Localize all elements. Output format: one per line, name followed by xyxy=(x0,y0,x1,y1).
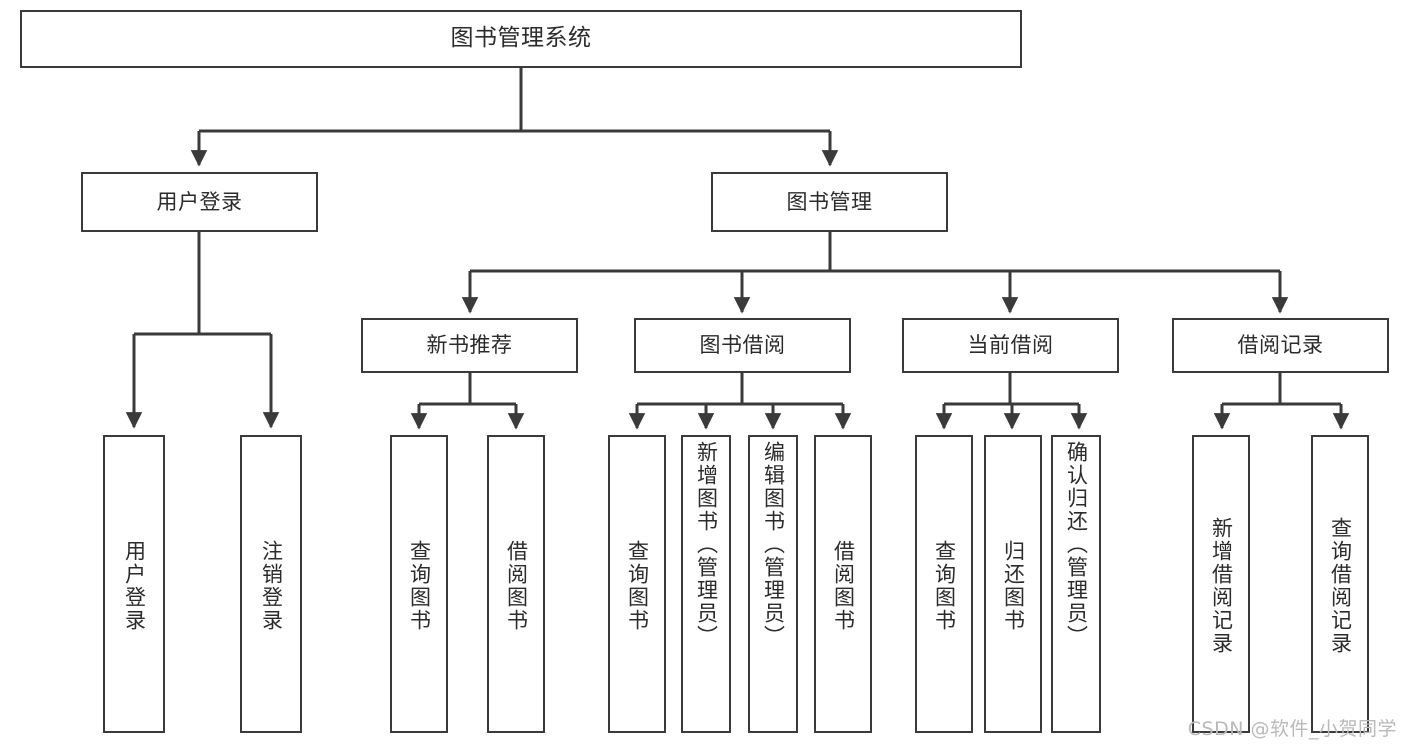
leaf-borrow-record-query-label: 查询借阅记录 xyxy=(1328,517,1353,655)
leaf-book-borrow-borrow-label: 借阅图书 xyxy=(831,540,856,632)
node-current-borrow[interactable]: 当前借阅 xyxy=(902,318,1119,373)
node-root-label: 图书管理系统 xyxy=(450,25,592,52)
leaf-user-login-logout[interactable]: 注销登录 xyxy=(240,435,302,733)
leaf-borrow-record-add-label: 新增借阅记录 xyxy=(1209,517,1234,655)
leaf-current-borrow-return-label: 归还图书 xyxy=(1001,540,1026,632)
node-new-book-recommend[interactable]: 新书推荐 xyxy=(361,318,578,373)
leaf-book-borrow-borrow[interactable]: 借阅图书 xyxy=(814,435,872,733)
leaf-new-book-query[interactable]: 查询图书 xyxy=(390,435,448,733)
leaf-book-borrow-edit-label: 编辑图书（管理员） xyxy=(761,441,786,648)
leaf-borrow-record-add[interactable]: 新增借阅记录 xyxy=(1192,435,1250,733)
node-new-book-recommend-label: 新书推荐 xyxy=(426,333,513,358)
node-book-borrow[interactable]: 图书借阅 xyxy=(634,318,851,373)
leaf-current-borrow-query[interactable]: 查询图书 xyxy=(915,435,973,733)
leaf-current-borrow-confirm-return[interactable]: 确认归还（管理员） xyxy=(1051,435,1101,733)
leaf-book-borrow-add-label: 新增图书（管理员） xyxy=(694,441,719,648)
node-book-borrow-label: 图书借阅 xyxy=(699,333,786,358)
watermark: CSDN @软件_小贺同学 xyxy=(1187,718,1397,740)
leaf-book-borrow-query-label: 查询图书 xyxy=(625,540,650,632)
leaf-current-borrow-query-label: 查询图书 xyxy=(932,540,957,632)
leaf-borrow-record-query[interactable]: 查询借阅记录 xyxy=(1311,435,1369,733)
leaf-current-borrow-confirm-return-label: 确认归还（管理员） xyxy=(1064,441,1089,648)
node-borrow-record-label: 借阅记录 xyxy=(1237,333,1324,358)
node-user-login[interactable]: 用户登录 xyxy=(81,172,318,232)
leaf-current-borrow-return[interactable]: 归还图书 xyxy=(984,435,1042,733)
node-user-login-label: 用户登录 xyxy=(156,189,243,214)
node-book-management[interactable]: 图书管理 xyxy=(711,172,948,232)
leaf-new-book-query-label: 查询图书 xyxy=(407,540,432,632)
node-book-management-label: 图书管理 xyxy=(786,189,873,214)
leaf-user-login-login[interactable]: 用户登录 xyxy=(103,435,165,733)
leaf-book-borrow-query[interactable]: 查询图书 xyxy=(608,435,666,733)
node-root-book-management-system[interactable]: 图书管理系统 xyxy=(20,10,1022,68)
leaf-new-book-borrow-label: 借阅图书 xyxy=(504,540,529,632)
leaf-user-login-login-label: 用户登录 xyxy=(122,540,147,632)
node-current-borrow-label: 当前借阅 xyxy=(967,333,1054,358)
leaf-book-borrow-add[interactable]: 新增图书（管理员） xyxy=(681,435,731,733)
leaf-book-borrow-edit[interactable]: 编辑图书（管理员） xyxy=(748,435,798,733)
node-borrow-record[interactable]: 借阅记录 xyxy=(1172,318,1389,373)
leaf-user-login-logout-label: 注销登录 xyxy=(259,540,284,632)
leaf-new-book-borrow[interactable]: 借阅图书 xyxy=(487,435,545,733)
